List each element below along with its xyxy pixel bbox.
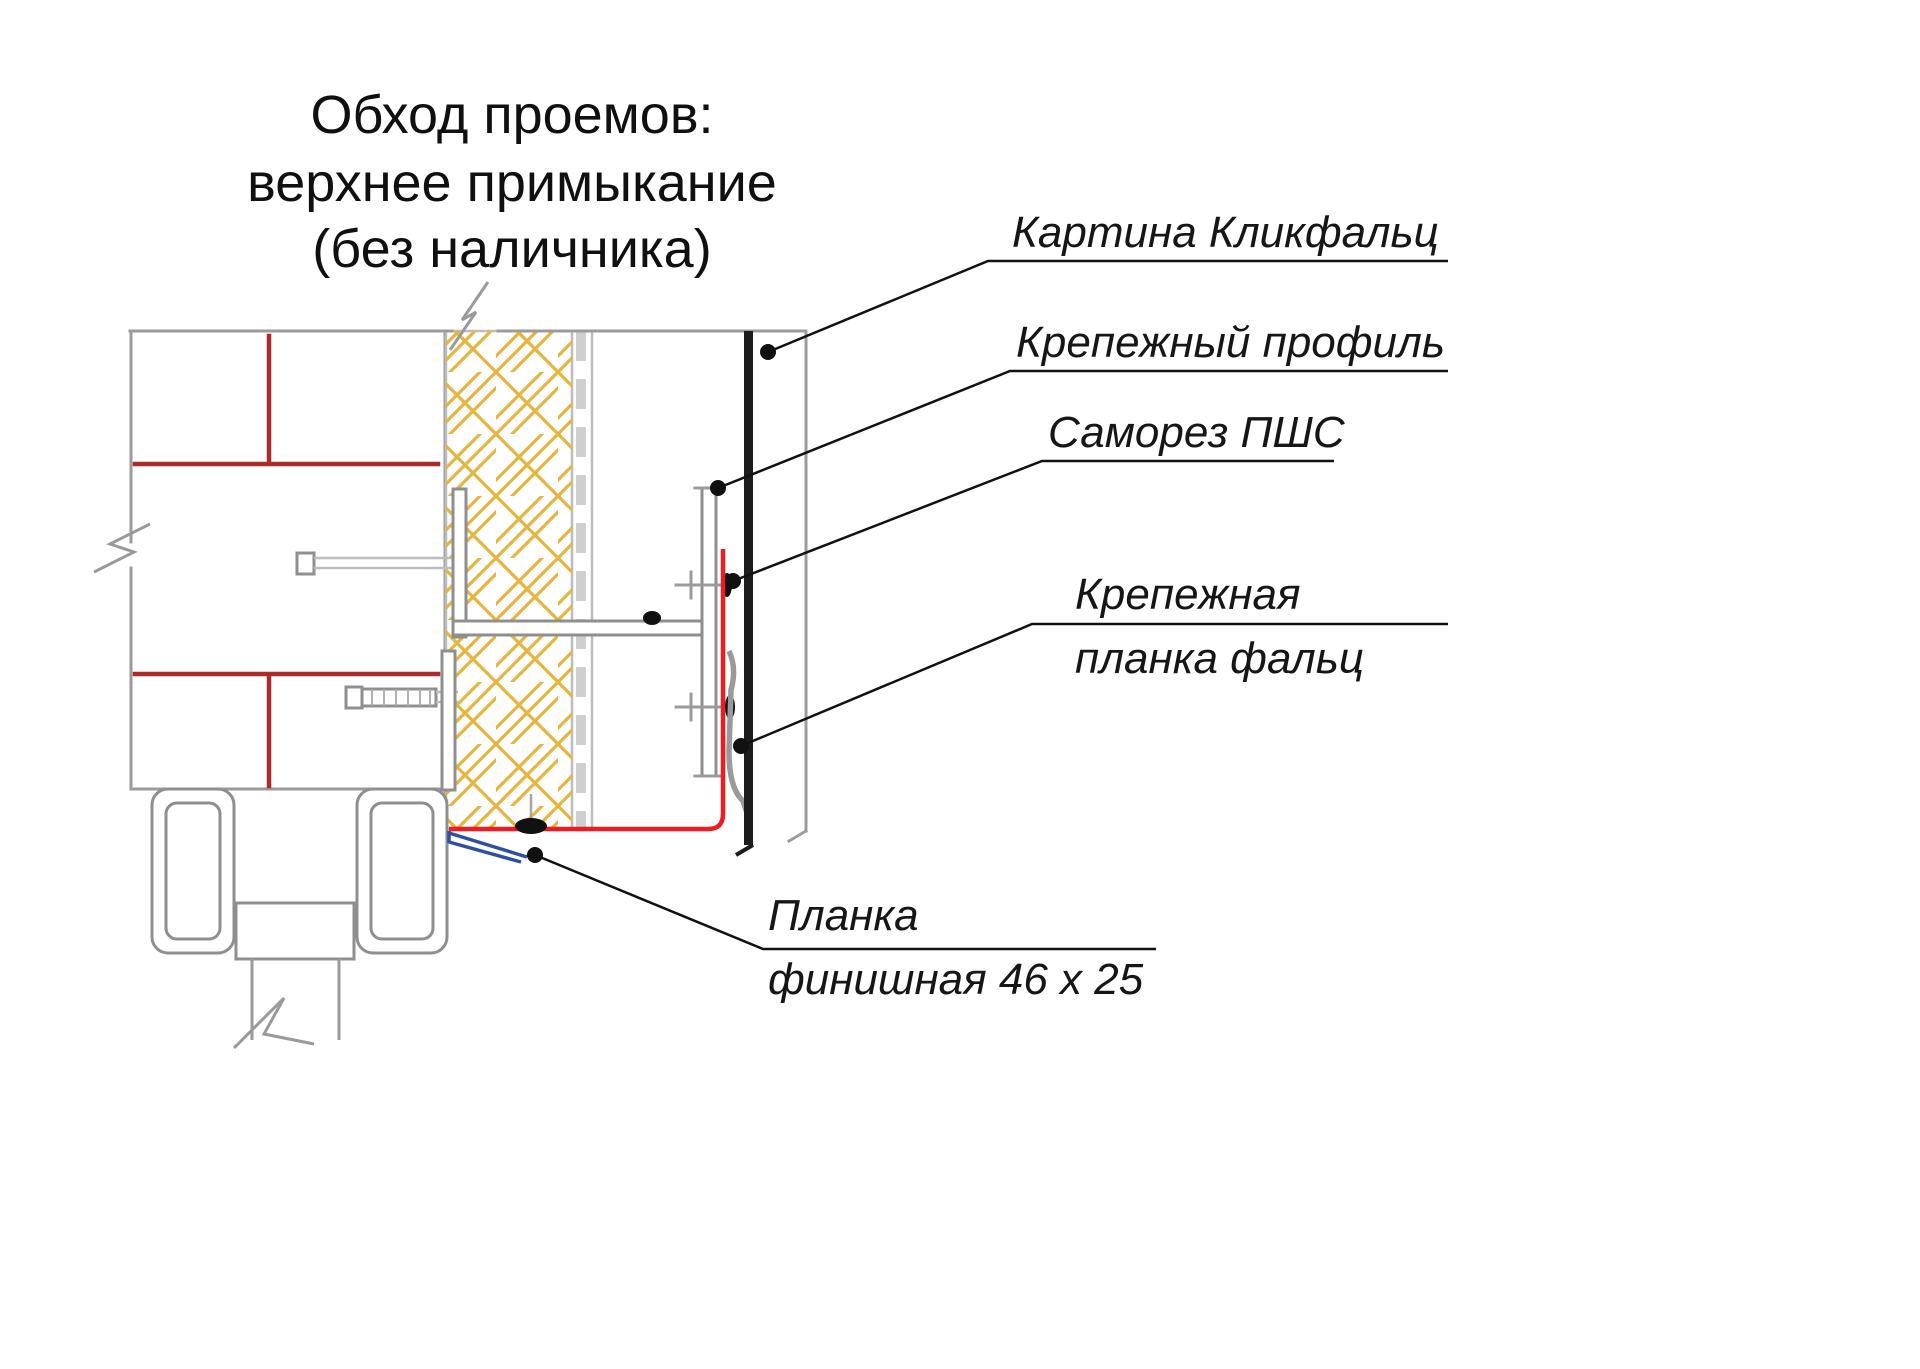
- fastening-profile: [693, 486, 725, 778]
- callout-leader-finish-strip: [527, 847, 1156, 951]
- finish-strip-blue: [447, 831, 537, 864]
- window-frame: [150, 787, 449, 1050]
- red-flashing-strip: [449, 549, 726, 832]
- cladding-shell-outline: [128, 329, 809, 844]
- callout-leader-fastening-strip: [733, 622, 1448, 754]
- callout-label-finish-strip-line1: Планка: [768, 891, 919, 940]
- callout-label-screw: Саморез ПШС: [1048, 408, 1346, 457]
- bracket-upper: [451, 487, 713, 639]
- break-mark-top: [448, 281, 490, 351]
- callout-label-profile: Крепежный профиль: [1016, 318, 1445, 367]
- anchor-dowel-upper: [295, 551, 458, 576]
- callout-label-fastening-strip-line1: Крепежная: [1075, 570, 1301, 619]
- anchor-dowel-lower: [344, 685, 458, 710]
- callout-leader-profile: [710, 369, 1448, 496]
- sealant-fastener: [515, 794, 547, 834]
- callout-label-panel: Картина Кликфальц: [1012, 208, 1439, 257]
- insulation-layer: [444, 329, 574, 831]
- title-line-2: верхнее примыкание: [247, 153, 777, 213]
- title-line-1: Обход проемов:: [310, 85, 713, 145]
- callout-leader-panel: [760, 259, 1448, 360]
- klickfalz-panel: [734, 331, 755, 857]
- callout-leader-screw: [725, 459, 1334, 589]
- bracket-lower: [440, 649, 457, 792]
- title-line-3: (без наличника): [312, 219, 711, 279]
- diagram-title: Обход проемов: верхнее примыкание (без н…: [247, 85, 777, 279]
- callout-label-finish-strip-line2: финишная 46 x 25: [768, 955, 1144, 1004]
- masonry-wall: [129, 329, 449, 831]
- callout-label-fastening-strip-line2: планка фальц: [1075, 634, 1364, 683]
- falz-fastening-strip: [726, 649, 750, 814]
- break-mark-left: [93, 522, 151, 574]
